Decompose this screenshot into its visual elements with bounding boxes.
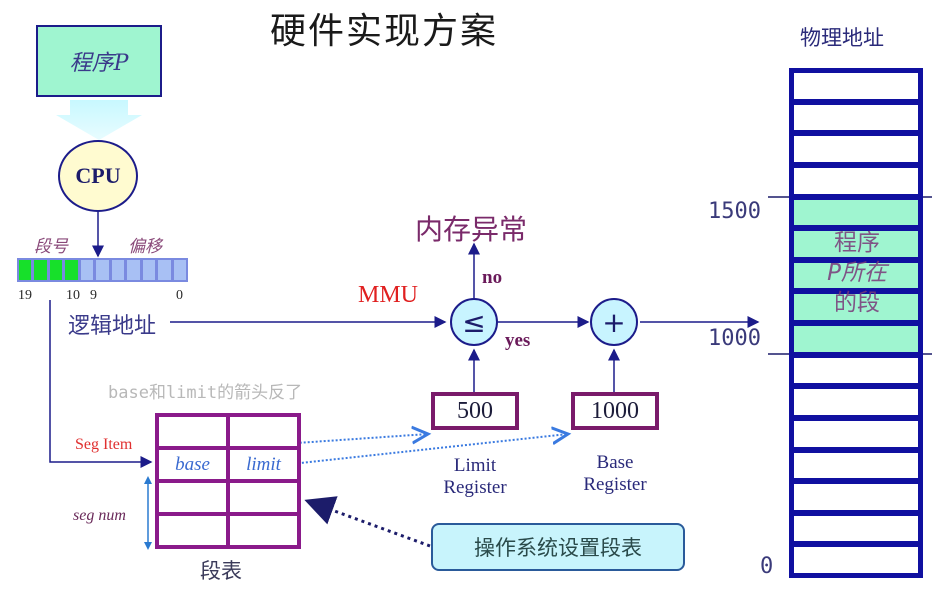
segment-table-cell — [230, 417, 297, 446]
bit-label-19: 19 — [18, 288, 32, 303]
base-register-label-line1: Base — [596, 452, 634, 473]
base-register-label: Base Register — [560, 452, 670, 496]
memory-block — [794, 452, 918, 479]
cpu-circle: CPU — [58, 140, 138, 212]
segment-table-cell — [159, 483, 226, 512]
memory-block-used — [794, 199, 918, 226]
program-segment-label-line1: 程序 — [834, 230, 880, 256]
offset-bit — [158, 260, 171, 280]
bit-label-9: 9 — [90, 288, 97, 303]
base-register-label-line2: Register — [583, 474, 647, 495]
limit-register-label-line1: Limit — [453, 455, 497, 476]
segment-table-cell: limit — [230, 450, 297, 479]
memory-block — [794, 104, 918, 131]
physical-memory — [789, 68, 923, 578]
segment-to-table-arrow — [49, 300, 153, 468]
segment-table-caption: 段表 — [200, 559, 242, 583]
segment-table-cell: base — [159, 450, 226, 479]
limit-register-label: Limit Register — [420, 455, 530, 499]
program-to-cpu-arrow — [56, 100, 142, 140]
seg-num-label: seg num — [73, 507, 126, 524]
program-segment-label: 程序 P所在 的段 — [800, 228, 914, 318]
memory-block — [794, 136, 918, 162]
physical-address-title: 物理地址 — [800, 26, 884, 50]
segment-bit — [65, 260, 78, 280]
logical-address-label: 逻辑地址 — [68, 314, 157, 339]
segment-bit — [19, 260, 32, 280]
memory-block — [794, 167, 918, 194]
memory-block-used — [794, 294, 918, 320]
program-segment-label-line2: P所在 — [827, 260, 887, 286]
offset-bit — [127, 260, 140, 280]
no-label: no — [482, 267, 503, 288]
program-segment-label-line3: 的段 — [834, 290, 880, 316]
address-1000: 1000 — [708, 326, 761, 351]
segment-table-cell — [159, 417, 226, 446]
bit-label-0: 0 — [176, 288, 183, 303]
memory-block — [794, 73, 918, 99]
limit-register-value: 500 — [431, 392, 519, 430]
seg-item-label: Seg Item — [75, 436, 133, 453]
os-to-table-dotted-arrow — [304, 496, 431, 548]
os-sets-segment-table-box: 操作系统设置段表 — [431, 523, 685, 571]
offset-bit — [111, 260, 125, 280]
segment-bit — [49, 260, 63, 280]
program-box: 程序P — [36, 25, 162, 97]
annotation-comment: base和limit的箭头反了 — [108, 383, 303, 403]
bit-label-10: 10 — [66, 288, 80, 303]
offset-bit — [96, 260, 109, 280]
compare-operator: ≤ — [450, 298, 498, 346]
add-operator: + — [590, 298, 638, 346]
memory-block — [794, 420, 918, 447]
address-0: 0 — [760, 554, 774, 579]
yes-label: yes — [505, 330, 531, 351]
memory-block — [794, 389, 918, 415]
offset-label: 偏移 — [128, 237, 162, 257]
memory-block — [794, 515, 918, 542]
base-register-value: 1000 — [571, 392, 659, 430]
memory-block-used — [794, 262, 918, 289]
segment-table-cell — [230, 483, 297, 512]
memory-block-used — [794, 231, 918, 257]
slide-title: 硬件实现方案 — [270, 11, 499, 52]
segment-table-cell — [159, 516, 226, 545]
memory-exception-label: 内存异常 — [415, 213, 528, 246]
memory-block-used — [794, 326, 918, 352]
memory-block — [794, 484, 918, 510]
limit-register-label-line2: Register — [443, 477, 507, 498]
offset-bit — [80, 260, 94, 280]
mmu-label: MMU — [358, 282, 419, 308]
segment-number-label: 段号 — [34, 237, 68, 257]
offset-bit — [173, 260, 186, 280]
memory-block — [794, 357, 918, 384]
address-1500: 1500 — [708, 199, 761, 224]
segment-bit — [34, 260, 47, 280]
memory-block — [794, 547, 918, 573]
offset-bit — [142, 260, 156, 280]
logical-address-bits — [17, 258, 188, 282]
segment-table-cell — [230, 516, 297, 545]
